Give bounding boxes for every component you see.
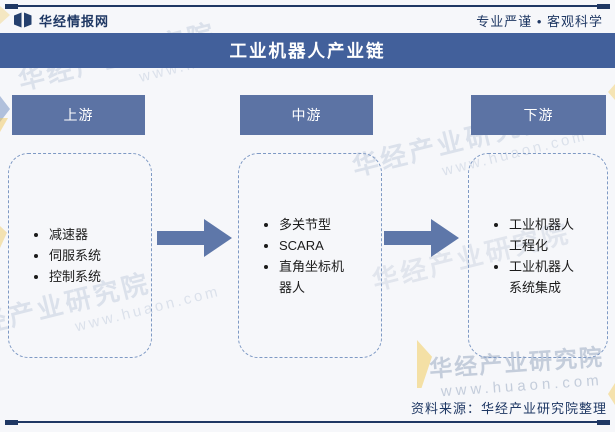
list-item: 伺服系统 bbox=[49, 245, 121, 266]
downstream-item-list: 工业机器人工程化 工业机器人系统集成 bbox=[469, 214, 581, 298]
watermark-triangle bbox=[0, 6, 10, 24]
list-item: 控制系统 bbox=[49, 266, 121, 287]
list-item: SCARA bbox=[279, 235, 351, 256]
frame-line-cap bbox=[597, 419, 610, 425]
stage-label-text: 中游 bbox=[291, 107, 322, 123]
upstream-item-list: 减速器 伺服系统 控制系统 bbox=[9, 224, 121, 287]
open-book-logo-icon bbox=[14, 12, 32, 28]
frame-line-cap bbox=[5, 419, 18, 425]
watermark-triangle bbox=[0, 118, 8, 132]
flow-box-midstream: 多关节型 SCARA 直角坐标机器人 bbox=[238, 153, 382, 358]
data-source-note: 资料来源：华经产业研究院整理 bbox=[410, 401, 607, 416]
flow-box-upstream: 减速器 伺服系统 控制系统 bbox=[8, 153, 152, 358]
page-title: 工业机器人产业链 bbox=[229, 41, 386, 61]
right-arrow-icon bbox=[384, 218, 460, 258]
stage-label-text: 上游 bbox=[63, 107, 94, 123]
bottom-frame-line bbox=[5, 419, 610, 425]
right-arrow-icon bbox=[157, 218, 233, 258]
flow-box-downstream: 工业机器人工程化 工业机器人系统集成 bbox=[468, 153, 608, 358]
stage-label-upstream: 上游 bbox=[12, 95, 145, 135]
frame-line-cap bbox=[5, 3, 18, 9]
header: 华经情报网 专业严谨 • 客观科学 bbox=[14, 10, 603, 30]
watermark-triangle bbox=[608, 383, 615, 405]
brand-name: 华经情报网 bbox=[39, 13, 110, 29]
stage-label-downstream: 下游 bbox=[471, 95, 606, 135]
watermark-triangle bbox=[0, 226, 7, 248]
top-frame-line bbox=[5, 3, 610, 9]
frame-line-cap bbox=[597, 3, 610, 9]
stage-label-text: 下游 bbox=[523, 107, 554, 123]
frame-line bbox=[18, 421, 597, 423]
brand: 华经情报网 bbox=[14, 11, 109, 30]
stage-label-midstream: 中游 bbox=[240, 95, 373, 135]
watermark-triangle bbox=[0, 96, 10, 122]
midstream-item-list: 多关节型 SCARA 直角坐标机器人 bbox=[239, 214, 351, 298]
title-bar: 工业机器人产业链 bbox=[0, 33, 615, 68]
list-item: 工业机器人系统集成 bbox=[509, 256, 581, 298]
list-item: 减速器 bbox=[49, 224, 121, 245]
list-item: 直角坐标机器人 bbox=[279, 256, 351, 298]
watermark-triangle bbox=[608, 84, 615, 100]
watermark-triangle bbox=[417, 340, 432, 388]
slogan: 专业严谨 • 客观科学 bbox=[476, 13, 603, 29]
list-item: 工业机器人工程化 bbox=[509, 214, 581, 256]
frame-line bbox=[18, 5, 597, 7]
watermark-site-text: www.huaon.com bbox=[440, 371, 604, 401]
list-item: 多关节型 bbox=[279, 214, 351, 235]
